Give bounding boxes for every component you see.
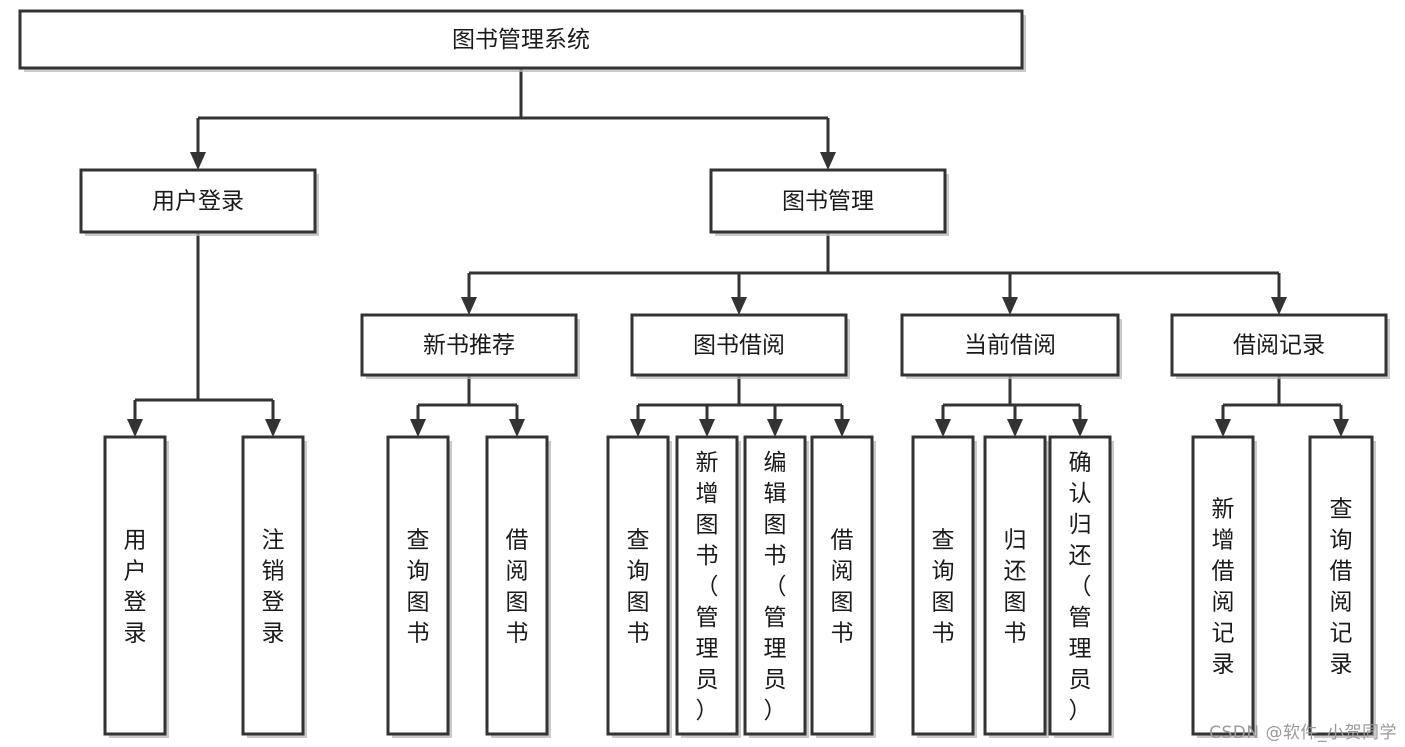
node-box[interactable] bbox=[675, 435, 739, 736]
node-label: 查询图书 bbox=[407, 528, 430, 647]
arrow-head-icon bbox=[127, 419, 143, 437]
node-label: 归还图书 bbox=[1004, 528, 1027, 647]
arrow-head-icon bbox=[834, 419, 850, 437]
node-box[interactable] bbox=[983, 435, 1047, 736]
node-leaf-query-borrow-record[interactable]: 查询借阅记录 bbox=[1308, 435, 1376, 738]
arrow-head-icon bbox=[767, 419, 783, 437]
node-leaf-query-book-current[interactable]: 查询图书 bbox=[911, 435, 977, 738]
arrow-head-icon bbox=[1002, 297, 1018, 315]
arrow-head-icon bbox=[509, 419, 525, 437]
node-label: 用户登录 bbox=[124, 528, 147, 647]
arrow-head-icon bbox=[1333, 419, 1349, 437]
arrow-head-icon bbox=[265, 419, 281, 437]
node-box[interactable] bbox=[606, 435, 670, 736]
node-leaf-logout[interactable]: 注销登录 bbox=[241, 435, 307, 738]
node-label: 借阅图书 bbox=[831, 528, 854, 647]
node-leaf-query-book-borrow[interactable]: 查询图书 bbox=[606, 435, 672, 738]
node-leaf-confirm-return-admin[interactable]: 确认归还（管理员） bbox=[1048, 435, 1114, 738]
node-borrow-record[interactable]: 借阅记录 bbox=[1170, 313, 1390, 379]
node-leaf-return-book[interactable]: 归还图书 bbox=[983, 435, 1049, 738]
arrow-head-icon bbox=[190, 152, 206, 170]
arrow-head-icon bbox=[1215, 419, 1231, 437]
node-label: 查询借阅记录 bbox=[1330, 497, 1353, 678]
node-label: 查询图书 bbox=[627, 528, 650, 647]
node-box[interactable] bbox=[630, 313, 848, 377]
arrow-head-icon bbox=[630, 419, 646, 437]
node-new-book-recommend[interactable]: 新书推荐 bbox=[360, 313, 580, 379]
node-label: 图书借阅 bbox=[693, 333, 785, 359]
arrow-head-icon bbox=[461, 297, 477, 315]
node-leaf-edit-book-admin[interactable]: 编辑图书（管理员） bbox=[743, 435, 809, 738]
arrow-head-icon bbox=[935, 419, 951, 437]
arrow-head-icon bbox=[1007, 419, 1023, 437]
node-box[interactable] bbox=[386, 435, 450, 736]
node-box[interactable] bbox=[103, 435, 167, 736]
node-box[interactable] bbox=[911, 435, 975, 736]
node-box[interactable] bbox=[485, 435, 549, 736]
node-root[interactable]: 图书管理系统 bbox=[18, 9, 1026, 72]
node-box[interactable] bbox=[1308, 435, 1374, 736]
node-label: 借阅记录 bbox=[1233, 333, 1325, 359]
node-label: 新增图书（管理员） bbox=[696, 450, 719, 724]
node-box[interactable] bbox=[79, 168, 317, 234]
node-leaf-add-book-admin[interactable]: 新增图书（管理员） bbox=[675, 435, 741, 738]
node-label: 新增借阅记录 bbox=[1212, 497, 1235, 678]
node-label: 查询图书 bbox=[932, 528, 955, 647]
node-label: 当前借阅 bbox=[964, 333, 1056, 359]
node-label: 图书管理系统 bbox=[452, 27, 590, 53]
node-box[interactable] bbox=[1170, 313, 1388, 377]
node-book-borrow[interactable]: 图书借阅 bbox=[630, 313, 850, 379]
node-box[interactable] bbox=[1191, 435, 1255, 736]
node-leaf-add-borrow-record[interactable]: 新增借阅记录 bbox=[1191, 435, 1257, 738]
node-box[interactable] bbox=[810, 435, 874, 736]
node-box[interactable] bbox=[709, 168, 947, 234]
node-book-manage[interactable]: 图书管理 bbox=[709, 168, 949, 236]
arrow-head-icon bbox=[699, 419, 715, 437]
arrow-head-icon bbox=[731, 297, 747, 315]
node-user-login[interactable]: 用户登录 bbox=[79, 168, 319, 236]
node-box[interactable] bbox=[900, 313, 1120, 377]
node-leaf-user-login[interactable]: 用户登录 bbox=[103, 435, 169, 738]
node-leaf-borrow-book-rec[interactable]: 借阅图书 bbox=[485, 435, 551, 738]
node-label: 编辑图书（管理员） bbox=[764, 450, 787, 724]
node-box[interactable] bbox=[743, 435, 807, 736]
node-box[interactable] bbox=[241, 435, 305, 736]
node-box[interactable] bbox=[360, 313, 578, 377]
node-box[interactable] bbox=[1048, 435, 1112, 736]
node-label: 注销登录 bbox=[262, 528, 285, 647]
node-label: 借阅图书 bbox=[506, 528, 529, 647]
node-label: 图书管理 bbox=[782, 189, 874, 215]
arrow-head-icon bbox=[1271, 297, 1287, 315]
arrow-head-icon bbox=[1072, 419, 1088, 437]
node-label: 确认归还（管理员） bbox=[1069, 450, 1092, 724]
node-box[interactable] bbox=[18, 9, 1024, 70]
node-label: 用户登录 bbox=[152, 189, 244, 215]
node-label: 新书推荐 bbox=[423, 333, 515, 359]
node-leaf-borrow-book[interactable]: 借阅图书 bbox=[810, 435, 876, 738]
node-current-borrow[interactable]: 当前借阅 bbox=[900, 313, 1122, 379]
node-leaf-query-book-rec[interactable]: 查询图书 bbox=[386, 435, 452, 738]
arrow-head-icon bbox=[820, 152, 836, 170]
arrow-head-icon bbox=[410, 419, 426, 437]
